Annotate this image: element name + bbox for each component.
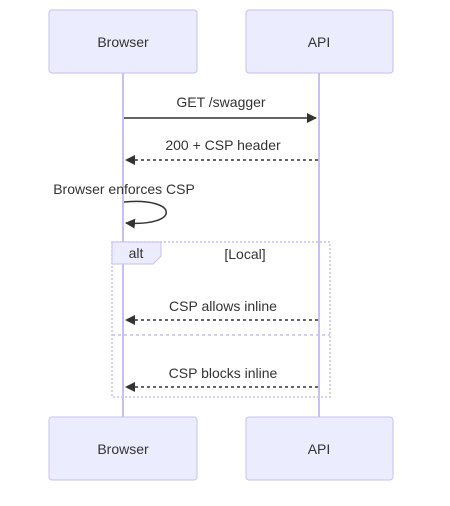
participant-browser-bottom-label: Browser bbox=[97, 441, 149, 457]
participant-browser-top: Browser bbox=[48, 9, 198, 74]
participant-browser-bottom: Browser bbox=[48, 416, 198, 481]
participant-browser-top-label: Browser bbox=[97, 34, 149, 50]
participant-api-top-label: API bbox=[308, 34, 331, 50]
alt-block: alt [Local] bbox=[111, 241, 331, 398]
message-blocks-label: CSP blocks inline bbox=[169, 365, 278, 381]
message-allows-label: CSP allows inline bbox=[169, 298, 277, 314]
alt-keyword: alt bbox=[129, 245, 144, 261]
alt-label-box bbox=[111, 241, 162, 265]
participant-api-bottom: API bbox=[245, 416, 394, 481]
message-self-note-label: Browser enforces CSP bbox=[53, 181, 195, 197]
participant-api-top: API bbox=[245, 9, 394, 74]
message-response-label: 200 + CSP header bbox=[165, 137, 281, 153]
participant-api-bottom-label: API bbox=[308, 441, 331, 457]
message-get-swagger-label: GET /swagger bbox=[176, 94, 266, 110]
message-self-loop-arrow bbox=[123, 200, 167, 229]
alt-condition: [Local] bbox=[224, 246, 265, 262]
